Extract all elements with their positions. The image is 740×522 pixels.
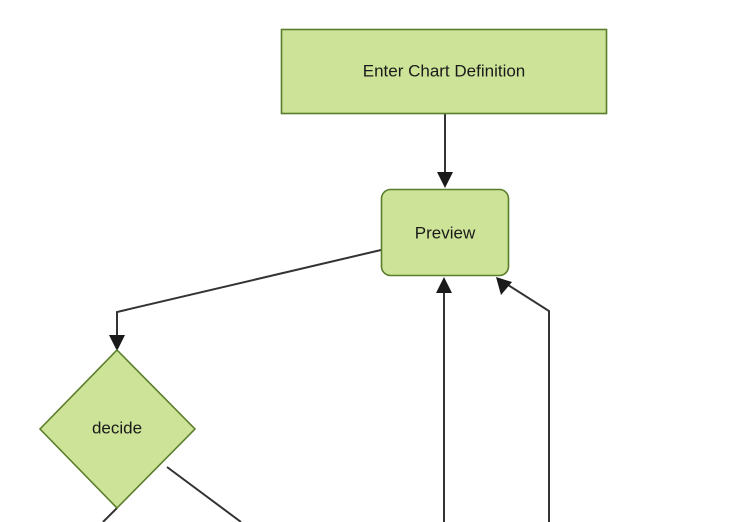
arrowhead-down-icon	[109, 335, 125, 351]
node-decide[interactable]: decide	[38, 348, 197, 510]
arrowhead-up-left-icon	[496, 277, 512, 295]
edge-into-preview-bottom-center	[436, 277, 452, 522]
edge-line	[504, 282, 550, 522]
edge-line	[116, 249, 382, 341]
arrowhead-up-icon	[436, 277, 452, 293]
node-rectangle-shape	[280, 28, 608, 115]
edge-line	[166, 466, 242, 522]
edge-into-preview-bottom-right	[496, 277, 550, 522]
node-layer: Enter Chart Definition Preview decide	[38, 28, 608, 510]
node-preview[interactable]: Preview	[380, 188, 510, 277]
node-rounded-rectangle-shape	[380, 188, 510, 277]
edge-decide-bottom-left	[102, 507, 118, 522]
edge-decide-bottom-right	[166, 466, 242, 522]
node-label: Preview	[415, 223, 476, 242]
edge-enter-to-preview	[437, 114, 453, 188]
node-label: decide	[92, 418, 142, 437]
node-enter-chart-definition[interactable]: Enter Chart Definition	[280, 28, 608, 115]
edge-layer	[102, 114, 550, 522]
node-diamond-shape	[38, 348, 197, 510]
edge-preview-to-decide	[109, 249, 382, 351]
node-label: Enter Chart Definition	[363, 61, 526, 80]
edge-line	[102, 507, 118, 522]
arrowhead-down-icon	[437, 172, 453, 188]
